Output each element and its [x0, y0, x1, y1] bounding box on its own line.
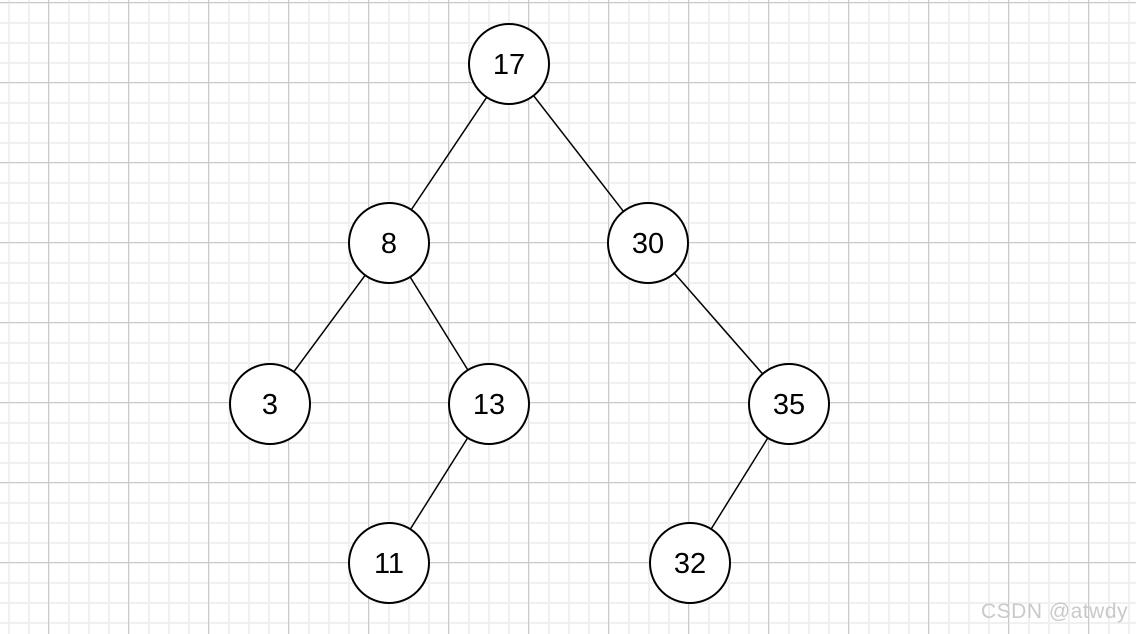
tree-node-label: 30	[632, 228, 664, 260]
tree-node-label: 17	[493, 49, 525, 81]
tree-node-3: 3	[229, 363, 311, 445]
tree-node-35: 35	[748, 363, 830, 445]
tree-node-label: 32	[674, 548, 706, 580]
csdn-watermark: CSDN @atwdy	[980, 600, 1128, 623]
tree-node-circle	[649, 522, 731, 604]
tree-node-label: 35	[773, 389, 805, 421]
tree-node-17: 17	[468, 23, 550, 105]
tree-node-30: 30	[607, 202, 689, 284]
tree-node-label: 11	[374, 548, 404, 580]
tree-node-13: 13	[448, 363, 530, 445]
tree-node-label: 13	[473, 389, 505, 421]
tree-node-11: 11	[348, 522, 430, 604]
tree-node-32: 32	[649, 522, 731, 604]
tree-node-circle	[348, 202, 430, 284]
tree-node-circle	[229, 363, 311, 445]
tree-node-circle	[468, 23, 550, 105]
tree-node-label: 3	[262, 389, 278, 421]
tree-node-circle	[348, 522, 430, 604]
tree-node-label: 8	[381, 228, 397, 260]
tree-node-circle	[448, 363, 530, 445]
tree-node-circle	[607, 202, 689, 284]
tree-node-circle	[748, 363, 830, 445]
tree-node-8: 8	[348, 202, 430, 284]
